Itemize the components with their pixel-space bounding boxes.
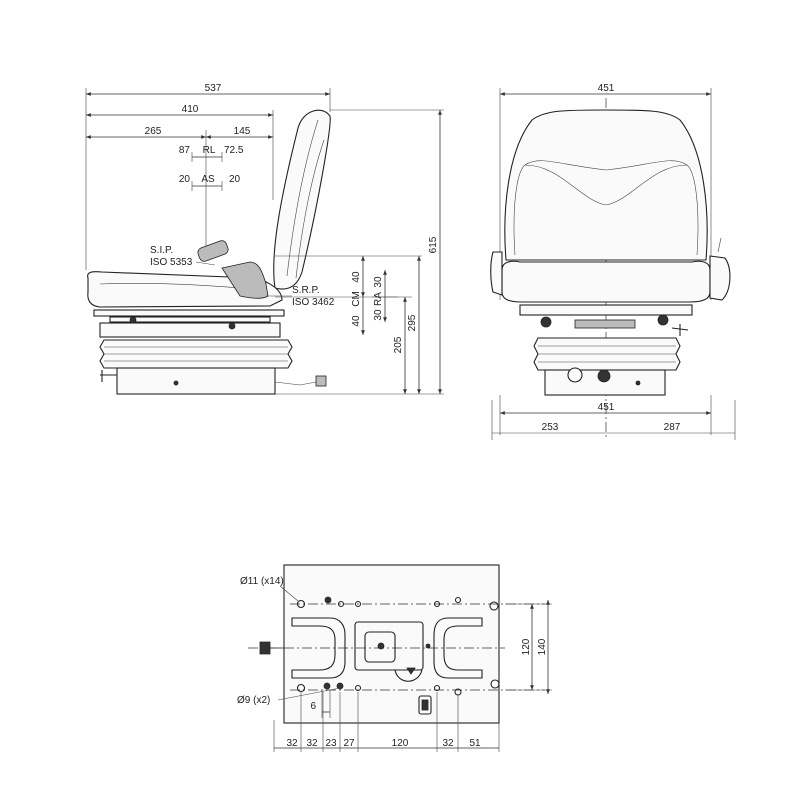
dim-height-615: 615 [428, 110, 442, 394]
dim-base-width-label: 451 [598, 402, 615, 413]
dim-as: 20 AS 20 [179, 174, 241, 191]
dim-front-rear: 265 145 [86, 126, 273, 139]
dim-left-label: 253 [542, 422, 559, 433]
dim-120-vertical: 120 [521, 604, 534, 690]
dim-front-label: 265 [145, 126, 162, 137]
dim-base-width: 451 [500, 402, 711, 415]
bottom-dim-6: 32 [442, 738, 454, 749]
sip-annotation: S.I.P. ISO 5353 [150, 245, 216, 268]
dim-left-right: 253 287 [542, 422, 681, 433]
base-plate-view: Ø11 (x14) Ø9 (x2) 6 120 140 [237, 564, 552, 752]
dim-rl-label: RL [203, 145, 216, 156]
dim-as-rear-label: 20 [229, 174, 241, 185]
dim-as-front-label: 20 [179, 174, 191, 185]
dim-cm-down: 40 [351, 315, 362, 327]
dim-height-295-label: 295 [407, 314, 418, 331]
bottom-dim-4: 27 [343, 738, 355, 749]
dim-ra-up: 30 [373, 276, 384, 288]
dim-cm: 40 CM 40 [351, 256, 365, 335]
dim-ra-label: RA [373, 292, 384, 306]
dim-ra: 30 RA 30 [372, 270, 398, 322]
front-view: 451 [490, 83, 736, 440]
srp-label: S.R.P. [292, 285, 320, 296]
dim-overall-length: 537 [86, 83, 330, 96]
bottom-dim-3: 23 [325, 738, 337, 749]
dim-height-205: 205 [393, 297, 407, 394]
bottom-dimension-chain: 32 32 23 27 120 32 51 [273, 692, 500, 752]
hole-large-label: Ø11 (x14) [240, 576, 284, 587]
side-view: 537 410 265 145 87 RL 72.5 [85, 83, 444, 395]
sip-standard: ISO 5353 [150, 257, 193, 268]
hole-small-annotation: Ø9 (x2) [237, 687, 341, 706]
dim-rl-front-label: 87 [179, 145, 191, 156]
dim-overall-length-label: 537 [205, 83, 222, 94]
dim-top-width: 451 [500, 83, 711, 96]
base-plate-outline [283, 564, 500, 724]
sip-label: S.I.P. [150, 245, 173, 256]
side-bellows [99, 339, 293, 369]
side-base [116, 367, 276, 395]
dim-height-205-label: 205 [393, 336, 404, 353]
front-bellows [533, 337, 681, 371]
bottom-dim-7: 51 [469, 738, 481, 749]
dim-seat-length-label: 410 [182, 104, 199, 115]
dim-as-label: AS [201, 174, 215, 185]
srp-standard: ISO 3462 [292, 297, 335, 308]
front-seat-cushion [501, 260, 711, 303]
dim-seat-length: 410 [86, 104, 273, 117]
dim-top-width-label: 451 [598, 83, 615, 94]
hole-large-annotation: Ø11 (x14) [240, 576, 299, 602]
dim-rear-label: 145 [234, 126, 251, 137]
dim-140-vertical-label: 140 [537, 638, 548, 655]
dim-ra-down: 30 [373, 309, 384, 321]
dim-120-vertical-label: 120 [521, 638, 532, 655]
side-armrest [221, 261, 269, 299]
dim-right-label: 287 [664, 422, 681, 433]
dim-cm-label: CM [351, 291, 362, 307]
holes-top-row [296, 596, 499, 611]
front-backrest [504, 109, 708, 261]
dim-rl: 87 RL 72.5 [179, 145, 244, 162]
side-backrest [273, 109, 331, 290]
dim-cm-up: 40 [351, 271, 362, 283]
base-plate-frame [291, 617, 346, 679]
hole-small-label: Ø9 (x2) [237, 695, 270, 706]
dim-rl-rear-label: 72.5 [224, 145, 244, 156]
bottom-dim-5: 120 [392, 738, 409, 749]
bottom-dim-2: 32 [306, 738, 318, 749]
bottom-dim-1: 32 [286, 738, 298, 749]
holes-bottom-row [296, 679, 500, 696]
dim-small: 6 [310, 690, 331, 718]
dim-height-295: 295 [407, 256, 421, 394]
dim-small-label: 6 [310, 701, 316, 712]
dim-140-vertical: 140 [537, 600, 550, 694]
dim-height-615-label: 615 [428, 236, 439, 253]
srp-annotation: S.R.P. ISO 3462 [266, 285, 335, 308]
